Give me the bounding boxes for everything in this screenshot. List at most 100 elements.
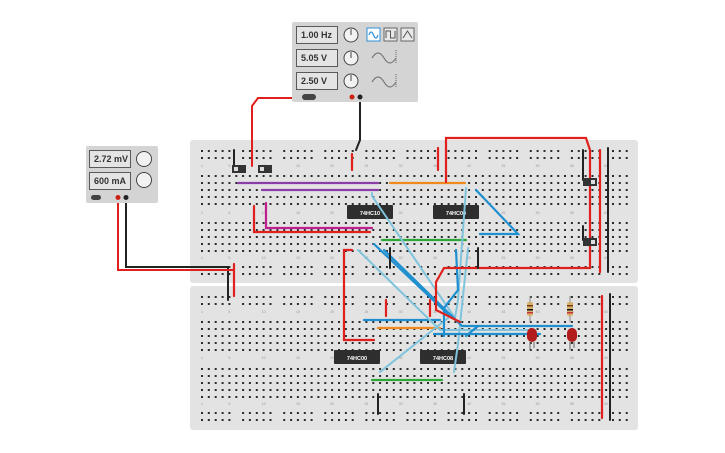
column-number: 10 <box>262 356 266 360</box>
frequency-display: 1.00 Hz <box>296 26 338 44</box>
resistor[interactable] <box>567 296 573 322</box>
column-number: 55 <box>570 164 574 168</box>
column-number: 35 <box>433 402 437 406</box>
column-number: 25 <box>364 164 368 168</box>
column-number: 5 <box>228 164 230 168</box>
supply-knobs <box>136 151 152 188</box>
supply-terminals <box>91 195 129 200</box>
resistor[interactable] <box>527 296 533 322</box>
wire-red[interactable] <box>342 248 376 342</box>
led-red[interactable] <box>527 328 537 350</box>
column-number: 15 <box>296 211 300 215</box>
breadboard-holes <box>201 150 628 421</box>
column-number: 20 <box>330 211 334 215</box>
wires-blue[interactable] <box>372 188 574 338</box>
column-number: 50 <box>536 211 540 215</box>
column-number: 60 <box>604 310 608 314</box>
column-number: 1 <box>201 310 203 314</box>
column-number: 55 <box>570 256 574 260</box>
column-number: 40 <box>467 256 471 260</box>
column-number: 35 <box>433 310 437 314</box>
column-number: 45 <box>501 211 505 215</box>
column-number: 5 <box>228 211 230 215</box>
column-number: 30 <box>399 211 403 215</box>
column-number: 40 <box>467 402 471 406</box>
wire-black-power-supply[interactable] <box>125 197 229 268</box>
column-number: 50 <box>536 310 540 314</box>
slide-switch[interactable] <box>583 238 597 246</box>
function-generator[interactable]: 1.00 Hz 5.05 V 2.50 V <box>292 22 418 102</box>
power-supply[interactable]: 2.72 mV 600 mA <box>86 146 158 203</box>
wire-black-function-generator[interactable] <box>355 97 361 151</box>
column-number: 35 <box>433 256 437 260</box>
column-number: 25 <box>364 402 368 406</box>
ic-label: 74HC00 <box>347 356 367 362</box>
voltage-display: 2.72 mV <box>89 150 131 168</box>
wire-red-power-supply[interactable] <box>117 197 235 271</box>
column-number: 10 <box>262 256 266 260</box>
column-number: 1 <box>201 211 203 215</box>
voltage-knob[interactable] <box>136 151 152 167</box>
wires-lightblue[interactable] <box>357 187 533 373</box>
ic-label: 74HC00 <box>446 211 466 217</box>
column-number: 30 <box>399 310 403 314</box>
slide-switch[interactable] <box>583 178 597 186</box>
current-display: 600 mA <box>89 172 131 190</box>
offset-display: 2.50 V <box>296 72 338 90</box>
column-number: 60 <box>604 402 608 406</box>
column-number: 30 <box>399 256 403 260</box>
breadboard-top[interactable] <box>190 140 638 283</box>
column-number: 5 <box>228 402 230 406</box>
ic-74hc00-bottom[interactable]: 74HC00 <box>334 350 380 364</box>
terminals <box>302 94 363 100</box>
column-number: 5 <box>228 356 230 360</box>
column-number: 40 <box>467 164 471 168</box>
column-number: 20 <box>330 256 334 260</box>
ic-label: 74HC08 <box>433 356 453 362</box>
column-number: 15 <box>296 164 300 168</box>
column-number: 45 <box>501 256 505 260</box>
column-number: 45 <box>501 356 505 360</box>
column-number: 40 <box>467 356 471 360</box>
column-number: 30 <box>399 402 403 406</box>
waveform-panel <box>366 27 415 88</box>
slide-switch[interactable] <box>258 165 272 173</box>
column-number: 5 <box>228 310 230 314</box>
column-number: 10 <box>262 402 266 406</box>
column-number: 1 <box>201 164 203 168</box>
column-number: 55 <box>570 402 574 406</box>
current-knob[interactable] <box>136 172 152 188</box>
ic-label: 74HC10 <box>360 211 380 217</box>
wire-red[interactable] <box>434 136 592 324</box>
triangle-wave-icon[interactable] <box>400 27 415 42</box>
column-number: 45 <box>501 310 505 314</box>
column-number: 45 <box>501 402 505 406</box>
column-number: 60 <box>604 356 608 360</box>
column-number: 60 <box>604 164 608 168</box>
column-number: 40 <box>467 310 471 314</box>
led-red[interactable] <box>567 328 577 350</box>
column-number: 10 <box>262 211 266 215</box>
column-number: 50 <box>536 356 540 360</box>
ic-74hc08[interactable]: 74HC08 <box>420 350 466 364</box>
breadboard-bottom[interactable] <box>190 286 638 430</box>
ic-74hc00-top[interactable]: 74HC00 <box>433 205 479 219</box>
column-number: 55 <box>570 211 574 215</box>
column-number: 60 <box>604 211 608 215</box>
column-number: 25 <box>364 310 368 314</box>
knob-column <box>343 27 359 89</box>
column-number: 1 <box>201 402 203 406</box>
column-number: 20 <box>330 164 334 168</box>
column-number: 30 <box>399 356 403 360</box>
wire-magenta[interactable] <box>264 201 374 230</box>
column-number: 30 <box>399 164 403 168</box>
slide-switch[interactable] <box>232 165 246 173</box>
column-number: 20 <box>330 402 334 406</box>
wire-red[interactable] <box>252 204 372 234</box>
column-number: 1 <box>201 256 203 260</box>
column-number: 60 <box>604 256 608 260</box>
column-number: 50 <box>536 256 540 260</box>
column-number: 20 <box>330 356 334 360</box>
amplitude-display: 5.05 V <box>296 49 338 67</box>
